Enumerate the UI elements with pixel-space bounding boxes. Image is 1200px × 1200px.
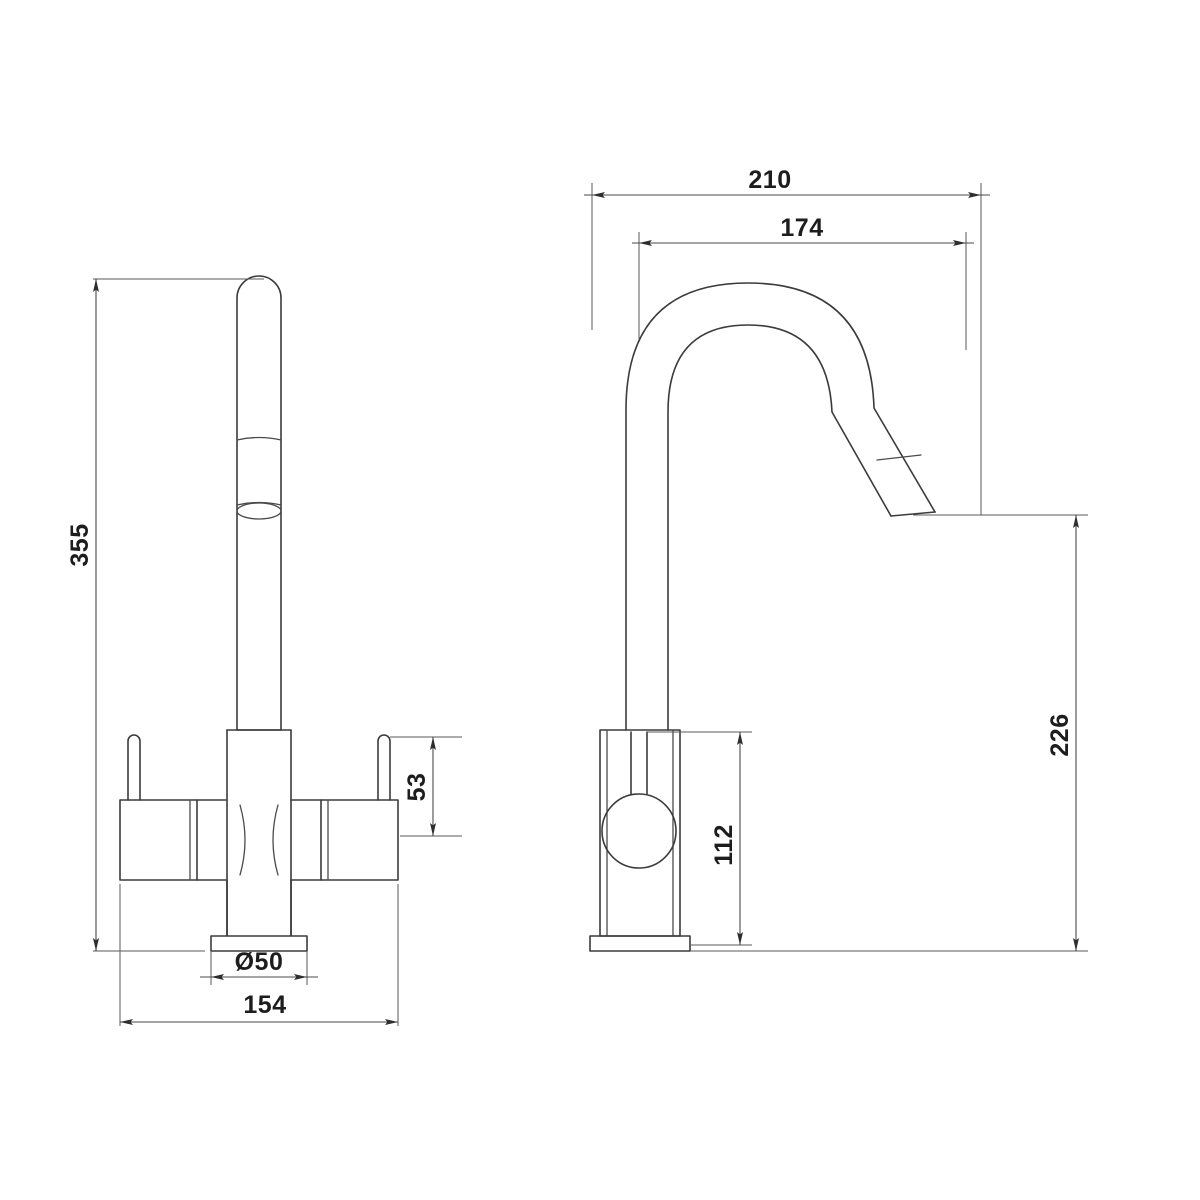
dimension-label-210: 210	[748, 166, 791, 194]
front-left-handle-hub	[119, 734, 198, 881]
dimension-width-154: 154	[119, 884, 399, 1026]
dimension-label-226: 226	[1046, 713, 1074, 756]
dimension-reach-210: 210	[584, 166, 990, 515]
dimension-diameter-50: Ø50	[200, 948, 318, 985]
dimension-label-diameter-50: Ø50	[235, 948, 284, 976]
side-body	[599, 729, 681, 937]
front-neck	[226, 879, 292, 936]
dimension-label-174: 174	[780, 214, 823, 242]
dimension-height-112: 112	[647, 731, 752, 946]
front-right-handle-hub	[320, 734, 399, 881]
dimension-height-53: 53	[390, 736, 462, 837]
dimension-label-112: 112	[710, 824, 738, 866]
dimension-height-355: 355	[66, 278, 264, 952]
side-elevation-view	[589, 282, 936, 952]
side-base-flange	[589, 935, 691, 952]
front-body	[196, 729, 322, 936]
front-elevation-view	[119, 275, 399, 952]
front-column	[236, 275, 282, 731]
dimension-reach-174: 174	[632, 214, 974, 350]
dimension-label-53: 53	[403, 773, 431, 802]
dimension-label-154: 154	[243, 991, 286, 1019]
dimension-height-226: 226	[690, 514, 1088, 952]
dimension-label-355: 355	[66, 523, 94, 566]
side-spout	[625, 282, 936, 731]
